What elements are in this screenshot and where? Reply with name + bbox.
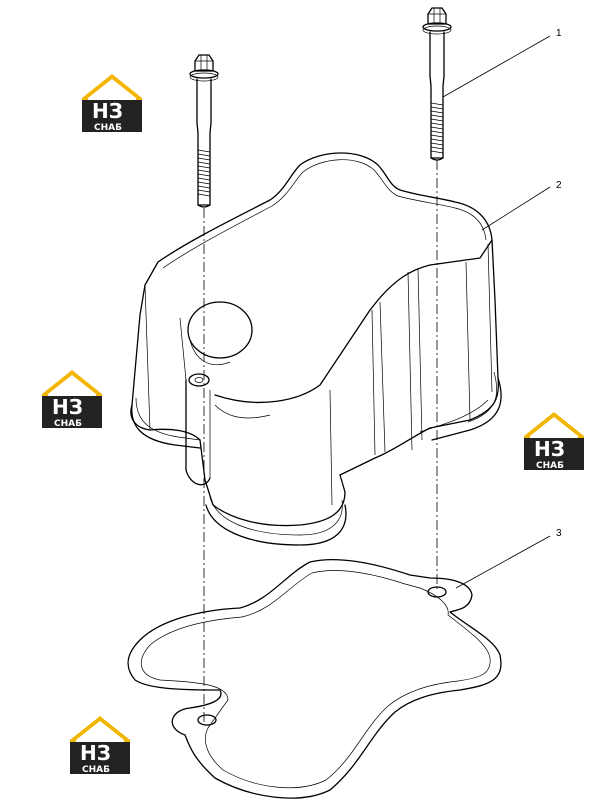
logo-mark: НЗ (80, 741, 111, 765)
callout-1: 1 (442, 28, 562, 98)
watermark-logo-bottom-left: НЗ СНАБ (70, 716, 130, 775)
callout-2: 2 (481, 180, 562, 231)
watermark-logo-top-left: НЗ СНАБ (82, 74, 142, 133)
logo-subtext: СНАБ (536, 461, 564, 471)
logo-subtext: СНАБ (82, 765, 110, 775)
cover-gasket (127, 559, 502, 799)
bolt-right (422, 7, 452, 161)
logo-subtext: СНАБ (94, 123, 122, 133)
watermark-logo-mid-left: НЗ СНАБ (42, 370, 102, 429)
valve-cover (130, 152, 502, 546)
callout-3-label: 3 (556, 528, 562, 539)
callout-3: 3 (455, 528, 562, 589)
watermark-logo-mid-right: НЗ СНАБ (524, 412, 584, 471)
logo-mark: НЗ (52, 395, 83, 419)
callout-1-label: 1 (556, 28, 562, 39)
bolt-left (189, 54, 219, 208)
logo-mark: НЗ (92, 99, 123, 123)
logo-mark: НЗ (534, 437, 565, 461)
callout-2-label: 2 (556, 180, 562, 191)
logo-subtext: СНАБ (54, 419, 82, 429)
